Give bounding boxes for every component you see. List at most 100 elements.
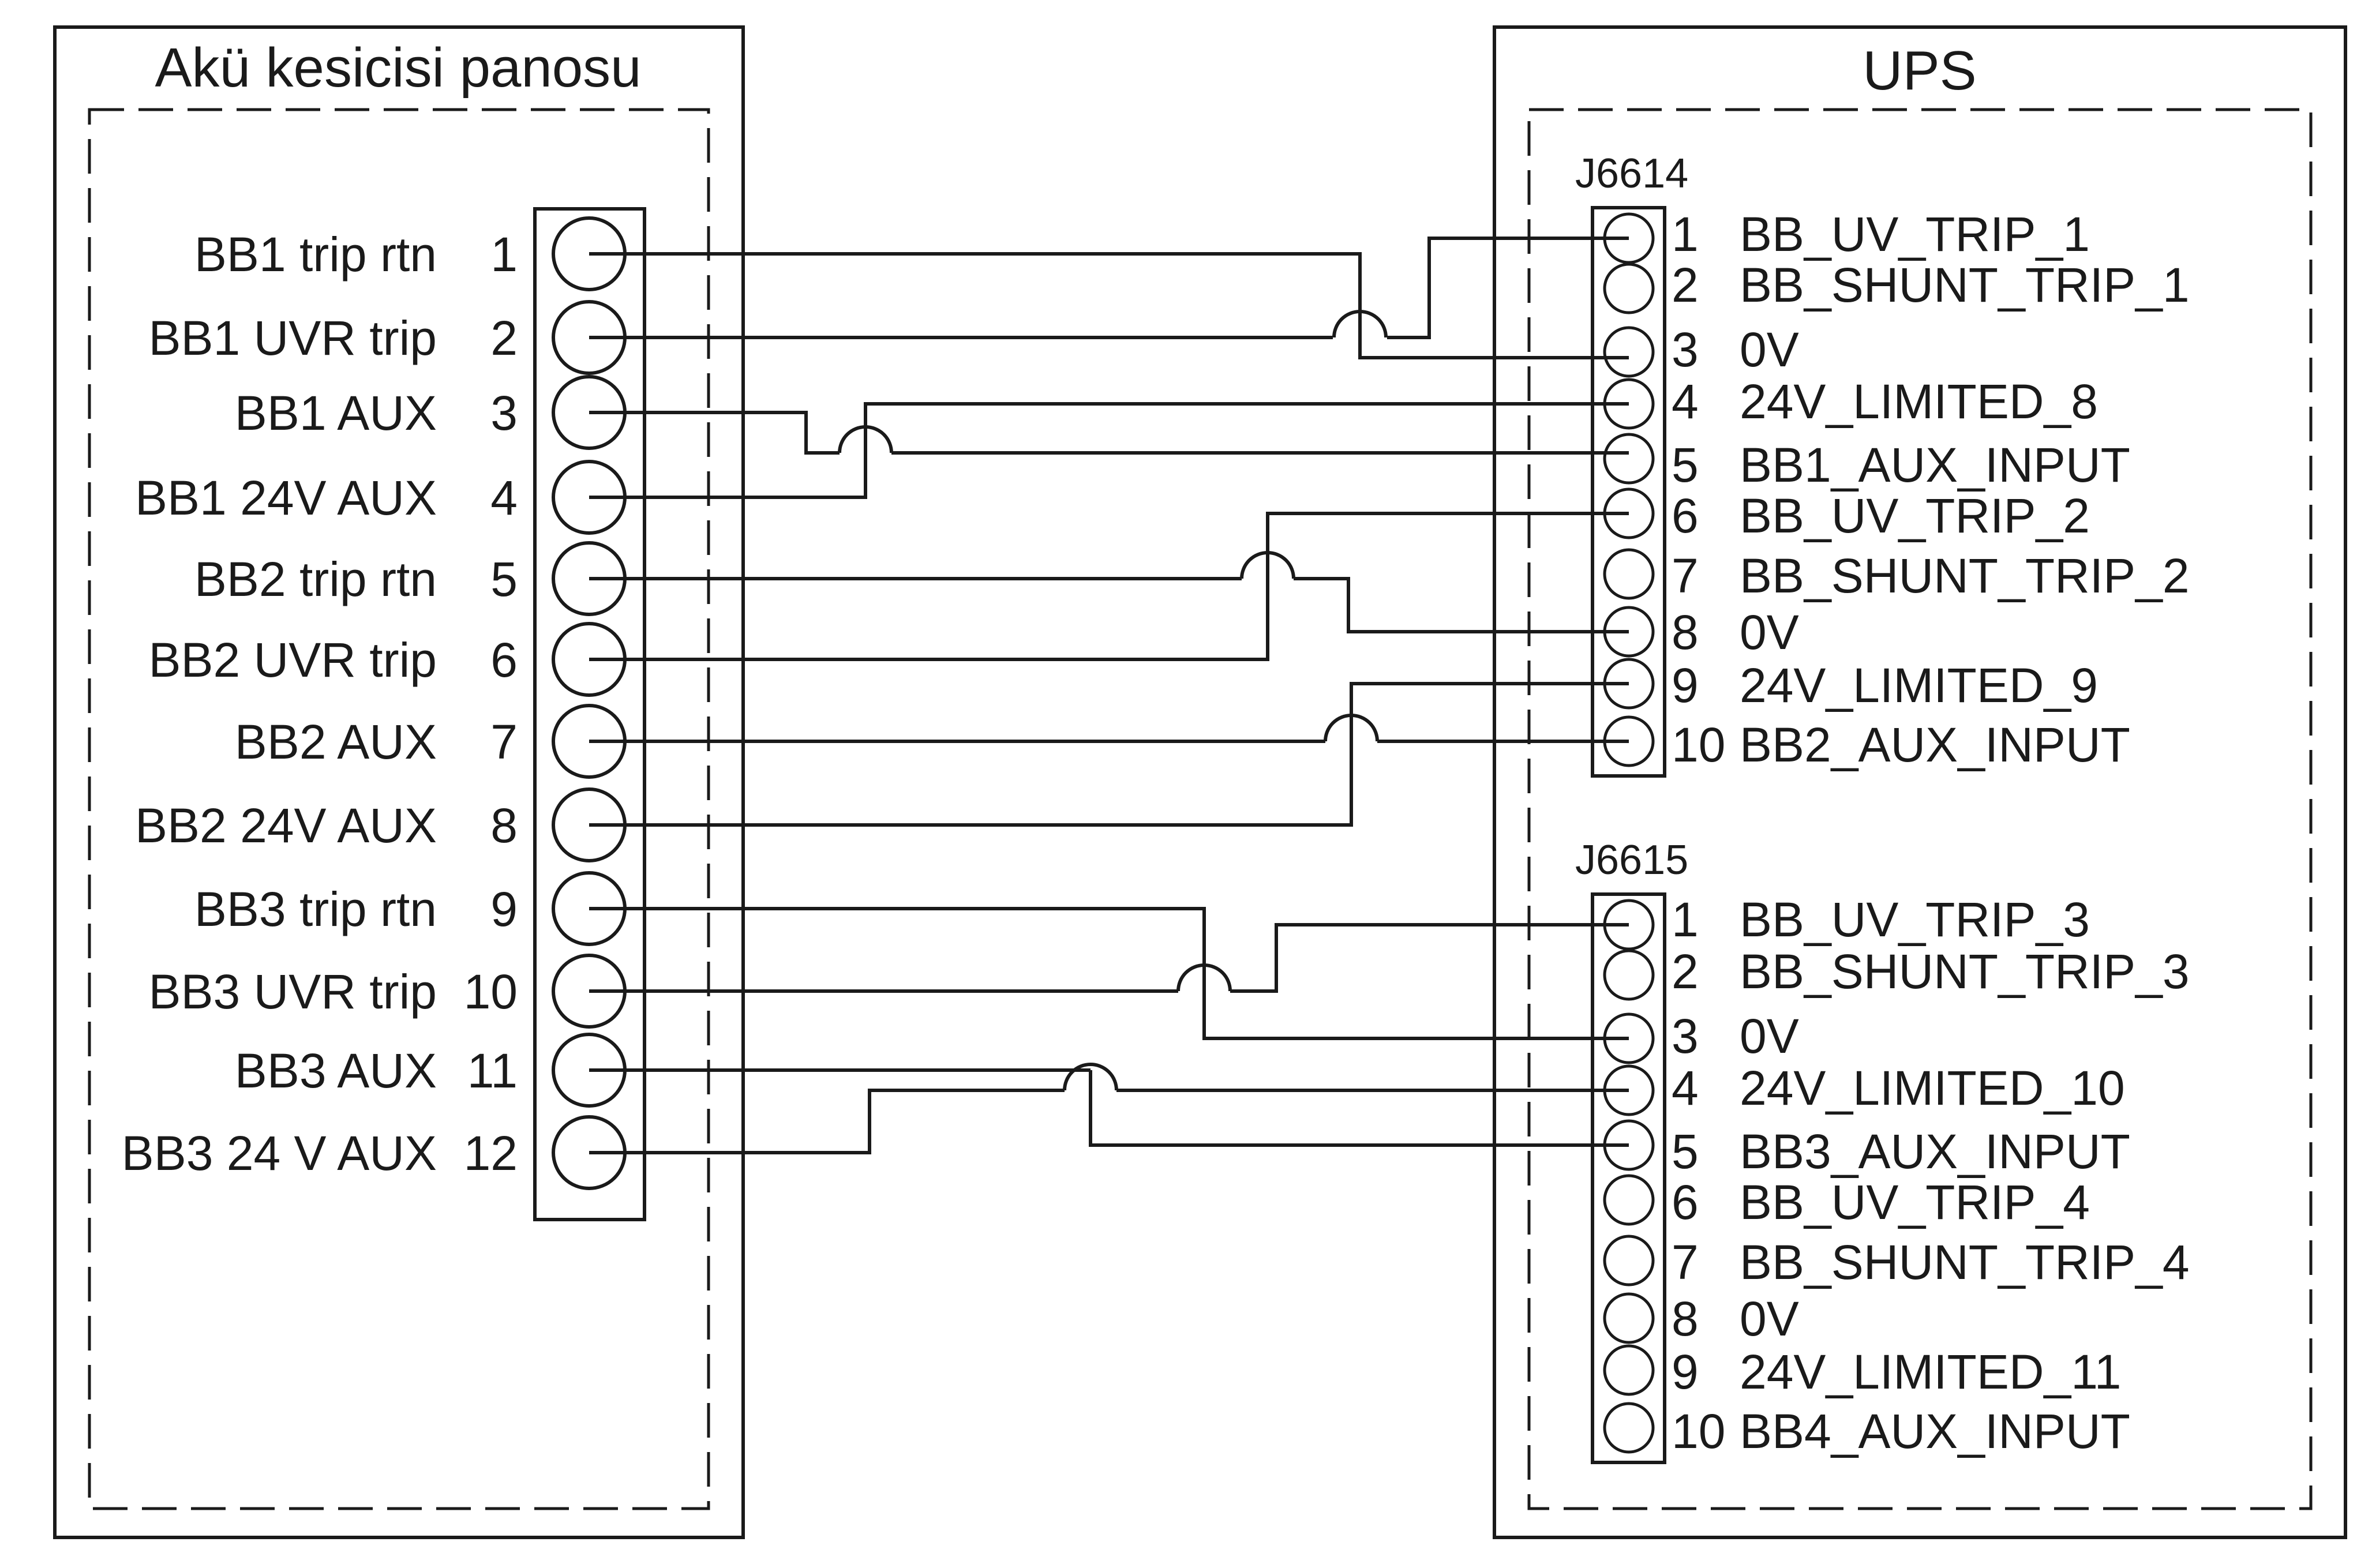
left-terminal: 1 BB1 trip rtn (194, 216, 627, 291)
wire-6 (589, 512, 1629, 661)
terminal-number: 9 (490, 882, 518, 936)
wire-crossover-hop (1332, 310, 1388, 338)
left-terminal: 8 BB2 24V AUX (135, 787, 627, 862)
pin-signal-label: BB_SHUNT_TRIP_4 (1740, 1235, 2190, 1289)
pin-signal-label: BB_UV_TRIP_4 (1740, 1175, 2090, 1229)
pin-number: 9 (1672, 658, 1699, 712)
connector-pin: 5 BB1_AUX_INPUT (1603, 433, 2130, 492)
connector-pin: 5 BB3_AUX_INPUT (1603, 1119, 2130, 1179)
right-panel-outline (1493, 25, 2347, 1539)
connector-name: J6615 (1575, 837, 1688, 883)
right-panel-enclosure-dashed (1527, 108, 2313, 1510)
pin-signal-label: 0V (1740, 322, 1799, 377)
wire-11 (589, 1068, 1629, 1147)
terminal-label: BB1 AUX (235, 386, 437, 440)
left-terminal: 3 BB1 AUX (235, 375, 627, 450)
connector-pin: 8 0V (1603, 605, 1799, 659)
pin-socket-icon (1603, 548, 1655, 600)
connector-name: J6614 (1575, 151, 1688, 197)
pin-signal-label: BB1_AUX_INPUT (1740, 438, 2130, 492)
connector-pin: 4 24V_LIMITED_10 (1603, 1061, 2125, 1116)
terminal-label: BB2 AUX (235, 715, 437, 769)
terminal-label: BB2 24V AUX (135, 798, 437, 853)
terminal-number: 8 (490, 798, 518, 853)
terminal-number: 3 (490, 386, 518, 440)
left-panel-title: Akü kesicisi panosu (155, 37, 641, 99)
pin-number: 7 (1672, 1235, 1699, 1289)
pin-socket-icon (1603, 1174, 1655, 1226)
left-panel-outline (53, 25, 745, 1539)
pin-number: 5 (1672, 1124, 1699, 1179)
wire-1 (589, 252, 1362, 332)
pin-number: 3 (1672, 1009, 1699, 1063)
pin-number: 3 (1672, 322, 1699, 377)
pin-socket-icon (1603, 326, 1655, 378)
terminal-number: 2 (490, 311, 518, 365)
right-panel-title: UPS (1863, 40, 1976, 102)
pin-number: 8 (1672, 1292, 1699, 1346)
connector-pin: 3 0V (1603, 1009, 1799, 1064)
pin-signal-label: BB3_AUX_INPUT (1740, 1124, 2130, 1179)
pin-socket-icon (1603, 262, 1655, 314)
wire-5 (589, 577, 1629, 633)
pin-number: 1 (1672, 207, 1699, 261)
pin-signal-label: 0V (1740, 1009, 1799, 1063)
pin-socket-icon (1603, 1292, 1655, 1344)
pin-socket-icon (1603, 949, 1655, 1001)
pin-signal-label: BB4_AUX_INPUT (1740, 1404, 2130, 1458)
pin-number: 9 (1672, 1345, 1699, 1399)
terminal-number: 4 (490, 471, 518, 525)
wire-4 (589, 402, 1629, 499)
pin-number: 4 (1672, 374, 1699, 429)
terminal-label: BB1 trip rtn (194, 227, 437, 282)
wire-crossover-hop (1176, 963, 1232, 992)
pin-signal-label: 24V_LIMITED_10 (1740, 1061, 2125, 1115)
terminal-number: 11 (467, 1044, 518, 1098)
wire-crossover-hop (1324, 714, 1379, 742)
pin-signal-label: BB_UV_TRIP_2 (1740, 489, 2090, 543)
pin-number: 8 (1672, 605, 1699, 659)
terminal-number: 10 (464, 965, 518, 1019)
wire-10 (589, 923, 1629, 993)
terminal-number: 1 (490, 227, 518, 282)
pin-number: 5 (1672, 438, 1699, 492)
pin-number: 10 (1672, 718, 1725, 772)
pin-socket-icon (1603, 433, 1655, 485)
terminal-label: BB2 UVR trip (149, 633, 437, 687)
pin-number: 10 (1672, 1404, 1725, 1458)
left-terminal-block (533, 207, 646, 1221)
wire-crossover-hop (1063, 1063, 1118, 1091)
wire-crossover-hop (1240, 551, 1295, 579)
pin-number: 4 (1672, 1061, 1699, 1115)
left-panel-enclosure-dashed (88, 108, 710, 1510)
connector-block (1591, 892, 1666, 1464)
connector-pin: 3 0V (1603, 322, 1799, 378)
pin-signal-label: BB2_AUX_INPUT (1740, 718, 2130, 772)
terminal-number: 12 (464, 1126, 518, 1180)
pin-signal-label: 0V (1740, 605, 1799, 659)
pin-signal-label: BB_UV_TRIP_3 (1740, 892, 2090, 947)
connector-pin: 10 BB4_AUX_INPUT (1603, 1402, 2130, 1458)
pin-signal-label: BB_SHUNT_TRIP_3 (1740, 944, 2190, 999)
connector-pin: 10 BB2_AUX_INPUT (1603, 715, 2130, 772)
connector-pin: 7 BB_SHUNT_TRIP_4 (1603, 1235, 2190, 1289)
